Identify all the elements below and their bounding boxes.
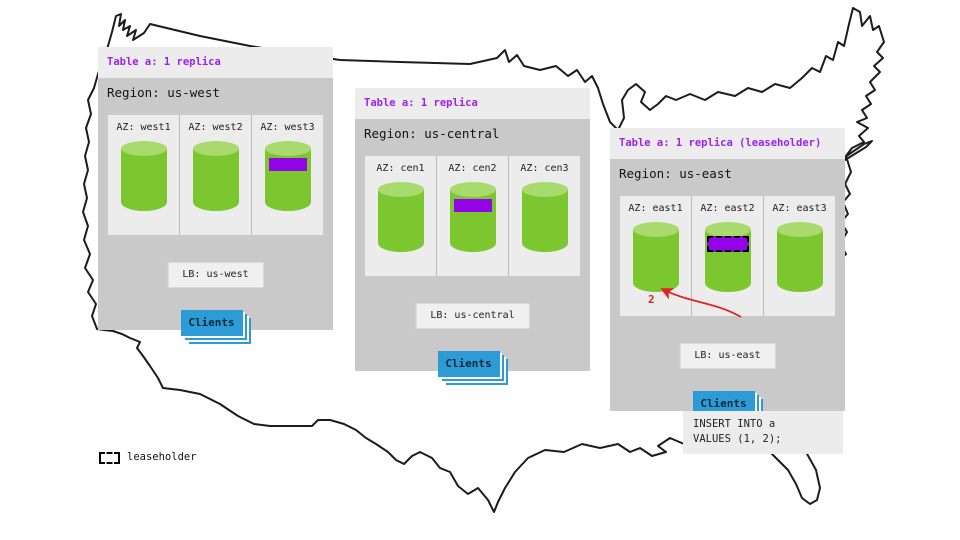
az-row: AZ: east1 AZ: east2 AZ: east3: [620, 196, 835, 316]
database-cylinder-icon: [521, 182, 568, 252]
cylinder-body: [632, 229, 679, 292]
cylinder-body: [192, 148, 239, 211]
database-cylinder-icon: [192, 141, 239, 211]
az-label: AZ: west3: [260, 122, 315, 133]
az-cell-cen1: AZ: cen1: [365, 156, 436, 276]
table-replica-header: Table a: 1 replica: [355, 88, 590, 119]
az-divider: [251, 115, 252, 235]
region-body: Region: us-central AZ: cen1 AZ: cen2: [355, 119, 590, 377]
sql-line: VALUES (1, 2);: [693, 433, 782, 445]
az-label: AZ: west2: [188, 122, 243, 133]
leaseholder-replica-marker: [706, 236, 749, 252]
az-label: AZ: west1: [116, 122, 171, 133]
az-cell-east1: AZ: east1: [620, 196, 691, 316]
cylinder-body: [776, 229, 823, 292]
az-cell-west1: AZ: west1: [108, 115, 179, 235]
clients-button: Clients: [437, 351, 500, 377]
az-divider: [508, 156, 509, 276]
legend-label: leaseholder: [127, 451, 197, 463]
az-cell-cen3: AZ: cen3: [509, 156, 580, 276]
cylinder-top: [192, 141, 239, 156]
region-panel-us-east: Table a: 1 replica (leaseholder) Region:…: [610, 128, 845, 417]
az-label: AZ: east2: [700, 203, 755, 214]
cylinder-top: [449, 182, 496, 197]
az-label: AZ: cen1: [376, 163, 425, 174]
az-label: AZ: cen3: [520, 163, 569, 174]
cylinder-body: [377, 189, 424, 252]
region-body: Region: us-west AZ: west1 AZ: west2: [98, 78, 333, 336]
az-label: AZ: east3: [772, 203, 827, 214]
cylinder-top: [521, 182, 568, 197]
database-cylinder-icon: [264, 141, 311, 211]
leaseholder-swatch-icon: [99, 452, 120, 464]
cylinder-top: [264, 141, 311, 156]
az-label: AZ: east1: [628, 203, 683, 214]
table-replica-header: Table a: 1 replica: [98, 47, 333, 78]
long-island-outline: [844, 140, 873, 161]
sql-line: INSERT INTO a: [693, 418, 776, 430]
load-balancer-box: LB: us-east: [679, 343, 776, 369]
database-cylinder-icon: [776, 222, 823, 292]
az-cell-west3: AZ: west3: [252, 115, 323, 235]
az-divider: [436, 156, 437, 276]
az-row: AZ: west1 AZ: west2 AZ: west3: [108, 115, 323, 235]
cylinder-body: [120, 148, 167, 211]
region-panel-us-west: Table a: 1 replica Region: us-west AZ: w…: [98, 47, 333, 336]
az-label: AZ: cen2: [448, 163, 497, 174]
table-replica-header: Table a: 1 replica (leaseholder): [610, 128, 845, 159]
cylinder-top: [120, 141, 167, 156]
az-divider: [763, 196, 764, 316]
az-cell-east2: AZ: east2: [692, 196, 763, 316]
region-label: Region: us-west: [107, 85, 220, 100]
az-cell-west2: AZ: west2: [180, 115, 251, 235]
az-divider: [179, 115, 180, 235]
database-cylinder-icon: [704, 222, 751, 292]
az-cell-east3: AZ: east3: [764, 196, 835, 316]
region-label: Region: us-east: [619, 166, 732, 181]
cylinder-body: [521, 189, 568, 252]
load-balancer-box: LB: us-central: [415, 303, 530, 329]
region-panel-us-central: Table a: 1 replica Region: us-central AZ…: [355, 88, 590, 377]
cylinder-top: [377, 182, 424, 197]
replica-marker: [453, 199, 492, 212]
region-label: Region: us-central: [364, 126, 500, 141]
cylinder-top: [632, 222, 679, 237]
az-divider: [691, 196, 692, 316]
region-body: Region: us-east AZ: east1 AZ: east2: [610, 159, 845, 417]
database-cylinder-icon: [120, 141, 167, 211]
database-cylinder-icon: [449, 182, 496, 252]
database-cylinder-icon: [377, 182, 424, 252]
cylinder-top: [704, 222, 751, 237]
cylinder-top: [776, 222, 823, 237]
clients-button: Clients: [180, 310, 243, 336]
database-cylinder-icon: [632, 222, 679, 292]
sql-note: INSERT INTO a VALUES (1, 2);: [683, 411, 843, 454]
load-balancer-box: LB: us-west: [167, 262, 264, 288]
az-cell-cen2: AZ: cen2: [437, 156, 508, 276]
az-row: AZ: cen1 AZ: cen2 AZ: cen3: [365, 156, 580, 276]
replica-marker: [268, 158, 307, 171]
